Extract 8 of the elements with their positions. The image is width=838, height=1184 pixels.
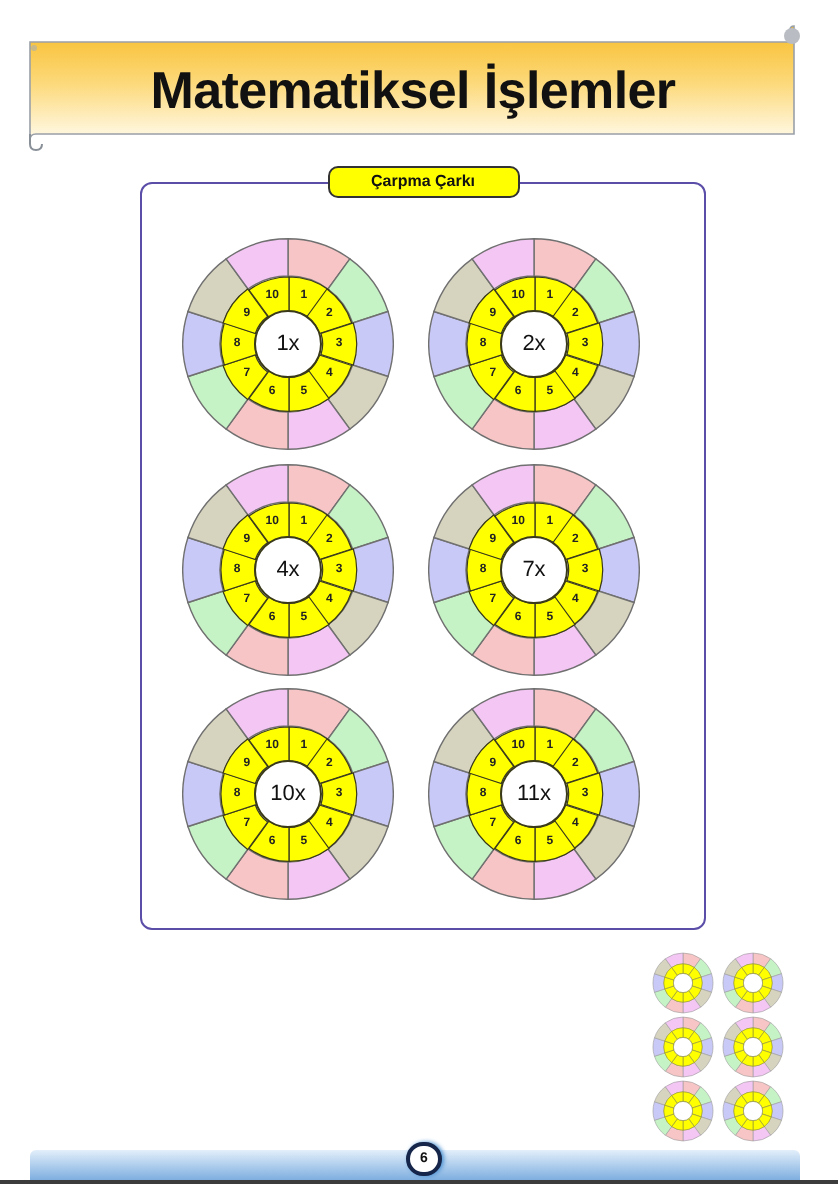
multiplication-wheel: [428, 464, 640, 676]
multiplication-wheel: [182, 688, 394, 900]
multiplication-wheel: [182, 238, 394, 450]
multiplication-wheel: [182, 464, 394, 676]
multiplication-wheel: [428, 238, 640, 450]
section-heading: Çarpma Çarkı: [327, 166, 519, 198]
page-title: Matematiksel İşlemler: [150, 63, 676, 115]
multiplication-wheel: [428, 688, 640, 900]
